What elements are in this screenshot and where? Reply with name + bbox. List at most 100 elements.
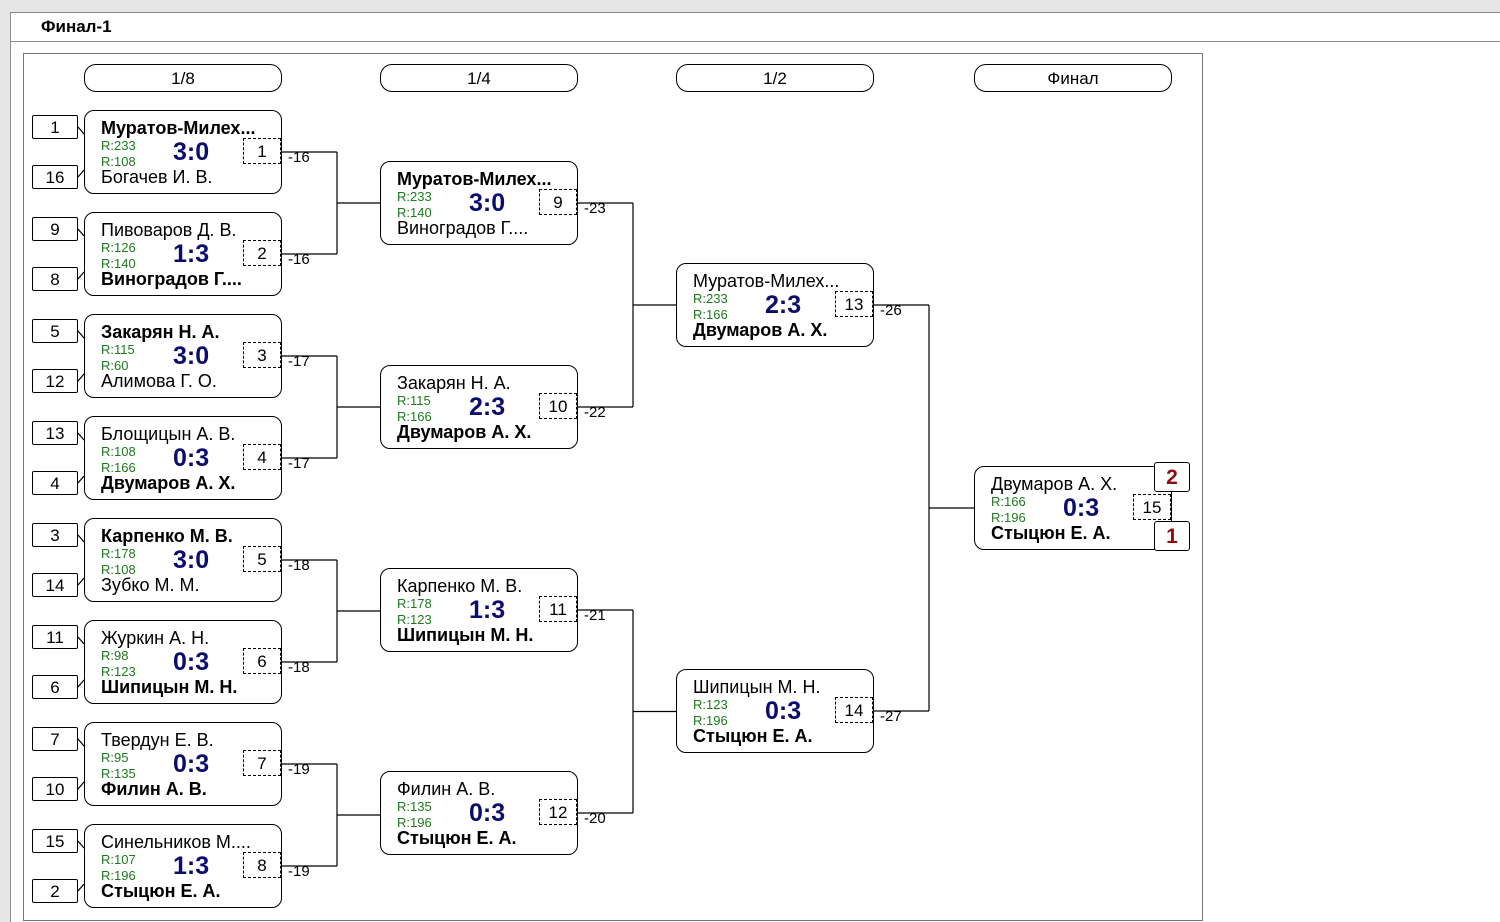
match-score: 1:3	[173, 852, 210, 880]
player-1-rating: R:135	[397, 799, 432, 814]
player-1-rating: R:166	[991, 494, 1026, 509]
match-number: 14	[835, 697, 873, 723]
seed-box: 8	[32, 267, 78, 291]
seed-box: 12	[32, 369, 78, 393]
page-title: Финал-1	[41, 17, 112, 36]
player-2-name[interactable]: Стыцюн Е. А.	[991, 523, 1111, 543]
player-1-rating: R:115	[397, 393, 431, 408]
seed-box: 15	[32, 829, 78, 853]
round-header-3[interactable]: 1/2	[676, 64, 874, 92]
player-1-name[interactable]: Пивоваров Д. В.	[101, 220, 237, 240]
player-1-name[interactable]: Шипицын М. Н.	[693, 677, 821, 697]
title-bar: Финал-1	[11, 13, 1500, 42]
player-2-name[interactable]: Виноградов Г....	[397, 218, 529, 238]
player-1-name[interactable]: Филин А. В.	[397, 779, 496, 799]
match-number: 11	[539, 596, 577, 622]
player-2-rating: R:108	[101, 562, 136, 577]
seed-connector	[77, 534, 85, 543]
match-number: 15	[1133, 494, 1171, 520]
seed-box: 6	[32, 675, 78, 699]
player-2-rating: R:60	[101, 358, 129, 373]
player-2-rating: R:166	[397, 409, 432, 424]
player-2-name[interactable]: Двумаров А. Х.	[397, 422, 532, 442]
seed-box: 1	[32, 115, 78, 139]
seed-box: 13	[32, 421, 78, 445]
player-1-name[interactable]: Журкин А. Н.	[101, 628, 210, 648]
seed-box: 4	[32, 471, 78, 495]
match-number: 6	[243, 648, 281, 674]
bracket-connectors	[77, 126, 974, 892]
player-2-name[interactable]: Двумаров А. Х.	[693, 320, 828, 340]
player-1-rating: R:107	[101, 852, 136, 867]
round-header-4[interactable]: Финал	[974, 64, 1172, 92]
player-1-rating: R:95	[101, 750, 129, 765]
player-1-rating: R:123	[693, 697, 728, 712]
loser-placement-label: -19	[288, 863, 310, 880]
player-2-name[interactable]: Зубко М. М.	[101, 575, 200, 595]
player-1-name[interactable]: Синельников М....	[101, 832, 251, 852]
seed-connector	[77, 271, 85, 280]
loser-placement-label: -20	[584, 810, 606, 827]
loser-placement-label: -26	[880, 302, 902, 319]
match-number: 1	[243, 138, 281, 164]
player-1-name[interactable]: Карпенко М. В.	[397, 576, 523, 596]
player-2-rating: R:108	[101, 154, 136, 169]
player-2-rating: R:123	[101, 664, 136, 679]
player-2-name[interactable]: Богачев И. В.	[101, 167, 213, 187]
loser-placement-label: -22	[584, 404, 606, 421]
player-2-name[interactable]: Стыцюн Е. А.	[101, 881, 221, 901]
player-1-name[interactable]: Закарян Н. А.	[101, 322, 220, 342]
player-2-rating: R:140	[101, 256, 136, 271]
match-number: 12	[539, 799, 577, 825]
player-2-rating: R:135	[101, 766, 136, 781]
player-1-name[interactable]: Карпенко М. В.	[101, 526, 233, 546]
player-1-name[interactable]: Двумаров А. Х.	[991, 474, 1118, 494]
player-1-name[interactable]: Закарян Н. А.	[397, 373, 511, 393]
seed-connector	[77, 169, 85, 178]
player-1-name[interactable]: Муратов-Милех...	[101, 118, 256, 138]
loser-placement-label: -16	[288, 251, 310, 268]
player-1-name[interactable]: Муратов-Милех...	[693, 271, 840, 291]
place-box-2: 2	[1154, 462, 1190, 492]
player-1-name[interactable]: Муратов-Милех...	[397, 169, 552, 189]
match-number: 2	[243, 240, 281, 266]
player-2-name[interactable]: Виноградов Г....	[101, 269, 242, 289]
player-2-name[interactable]: Шипицын М. Н.	[397, 625, 534, 645]
seed-connector	[77, 883, 85, 892]
player-1-name[interactable]: Блощицын А. В.	[101, 424, 236, 444]
player-2-name[interactable]: Стыцюн Е. А.	[397, 828, 517, 848]
match-number: 7	[243, 750, 281, 776]
player-2-name[interactable]: Алимова Г. О.	[101, 371, 217, 391]
player-1-rating: R:233	[101, 138, 136, 153]
player-2-name[interactable]: Стыцюн Е. А.	[693, 726, 813, 746]
player-1-rating: R:126	[101, 240, 136, 255]
player-2-name[interactable]: Шипицын М. Н.	[101, 677, 238, 697]
round-header-1[interactable]: 1/8	[84, 64, 282, 92]
seed-connector	[77, 781, 85, 790]
round-header-2[interactable]: 1/4	[380, 64, 578, 92]
match-score: 2:3	[469, 393, 506, 421]
match-number: 10	[539, 393, 577, 419]
player-2-rating: R:123	[397, 612, 432, 627]
player-2-name[interactable]: Двумаров А. Х.	[101, 473, 236, 493]
player-2-name[interactable]: Филин А. В.	[101, 779, 207, 799]
match-score: 1:3	[469, 596, 506, 624]
player-1-name[interactable]: Твердун Е. В.	[101, 730, 214, 750]
